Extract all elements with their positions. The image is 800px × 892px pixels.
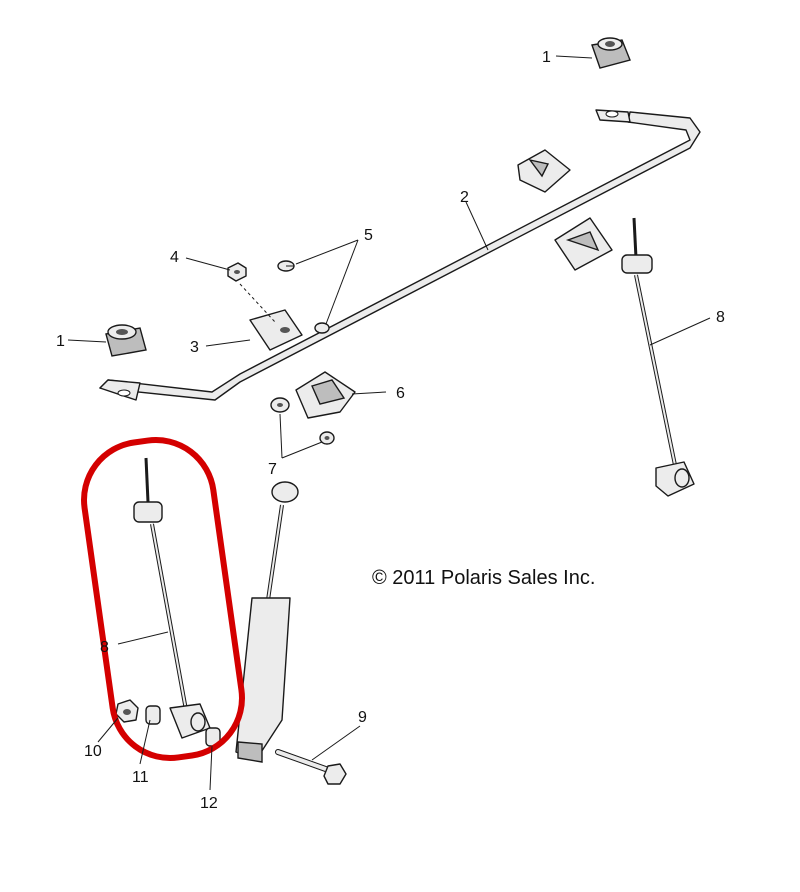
callout-3: 3 xyxy=(190,339,199,356)
callout-1-top: 1 xyxy=(542,49,551,66)
link-left[interactable] xyxy=(133,457,211,739)
callout-8-right: 8 xyxy=(716,309,725,326)
washer-left[interactable] xyxy=(270,397,290,413)
clamp-upper[interactable] xyxy=(517,149,571,193)
link-right[interactable] xyxy=(621,217,695,497)
highlight-loop xyxy=(81,437,245,761)
clamp[interactable] xyxy=(295,371,356,419)
callout-4: 4 xyxy=(170,249,179,266)
callout-8-left: 8 xyxy=(100,639,109,656)
stabilizer-bar[interactable] xyxy=(99,109,701,401)
bracket[interactable] xyxy=(249,309,303,351)
nut[interactable] xyxy=(227,262,276,323)
callout-10: 10 xyxy=(84,743,102,760)
spacer-left[interactable] xyxy=(145,705,161,725)
screw-lower[interactable] xyxy=(314,322,330,334)
clamp-right[interactable] xyxy=(554,217,613,271)
callout-5: 5 xyxy=(364,227,373,244)
bolt[interactable] xyxy=(275,749,347,785)
callout-9: 9 xyxy=(358,709,367,726)
callout-1-left: 1 xyxy=(56,333,65,350)
bushing-left[interactable] xyxy=(105,324,147,357)
shock-absorber xyxy=(235,481,299,763)
bushing-top[interactable] xyxy=(591,37,631,69)
leader-lines xyxy=(67,55,711,791)
callout-6: 6 xyxy=(396,385,405,402)
callout-2: 2 xyxy=(460,189,469,206)
callout-7: 7 xyxy=(268,461,277,478)
callout-11: 11 xyxy=(132,769,149,786)
copyright-text: © 2011 Polaris Sales Inc. xyxy=(372,567,595,589)
callout-12: 12 xyxy=(200,795,218,812)
washer-right[interactable] xyxy=(319,431,335,445)
screw-upper[interactable] xyxy=(277,260,295,272)
nut-lower[interactable] xyxy=(115,699,139,723)
